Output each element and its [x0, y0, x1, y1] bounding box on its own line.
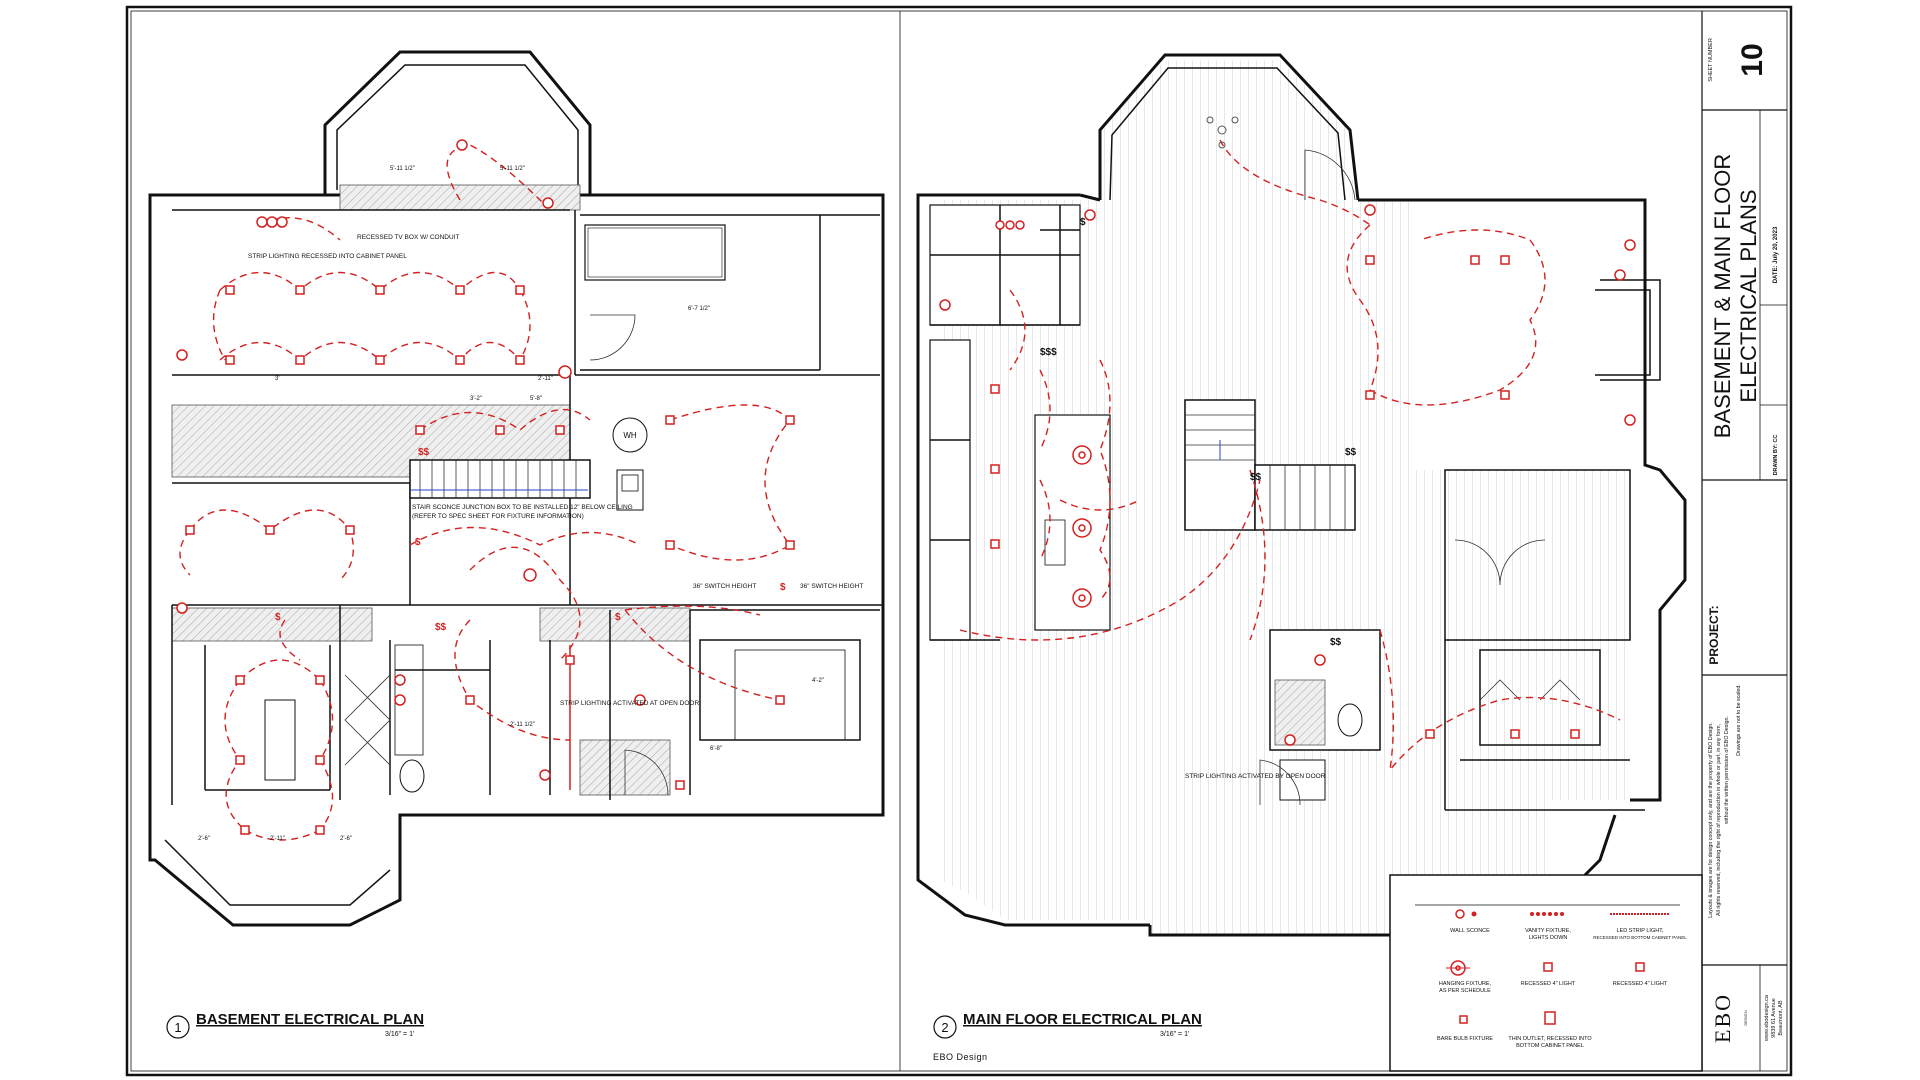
plan-scale: 3/16" = 1': [1160, 1031, 1189, 1038]
strip-cabinet-note: STRIP LIGHTING RECESSED INTO CABINET PAN…: [248, 253, 407, 260]
tv-box-note: RECESSED TV BOX W/ CONDUIT: [357, 234, 459, 241]
switch-height-note-2: 36" SWITCH HEIGHT: [800, 583, 863, 590]
svg-text:$$: $$: [1250, 472, 1262, 483]
plan-number: 1: [174, 1020, 181, 1035]
title-block: SHEET NUMBER 10 BASEMENT & MAIN FLOOR EL…: [1702, 38, 1787, 1071]
legend-label: RECESSED INTO BOTTOM CABINET PANEL: [1593, 935, 1687, 940]
plan-title: BASEMENT ELECTRICAL PLAN: [196, 1011, 424, 1028]
sheet-inner-border: [130, 10, 1788, 1072]
plan-title: MAIN FLOOR ELECTRICAL PLAN: [963, 1011, 1202, 1028]
disclaimer-line: Layouts & images are for design concept …: [1708, 722, 1714, 917]
svg-text:$: $: [1080, 217, 1086, 228]
sheet-title-line2: ELECTRICAL PLANS: [1736, 189, 1761, 402]
address-line: www.ebodesign.ca: [1764, 994, 1770, 1042]
footer-company: EBO Design: [933, 1052, 988, 1062]
legend-label: BOTTOM CABINET PANEL: [1516, 1043, 1584, 1049]
company-logo: EBO: [1710, 993, 1735, 1043]
address-line: 9839 61 Avenue: [1771, 998, 1777, 1038]
dim-label: 2'-11 1/2": [510, 722, 535, 728]
main-floor-plan: $$$ $$ $$ $$ $ STRIP LIGHTING ACTIVATED …: [916, 53, 1687, 1039]
basement-plan: WH $$ $$: [148, 50, 885, 1039]
sheet-number: 10: [1736, 43, 1769, 76]
strip-door-note: STRIP LIGHTING ACTIVATED AT OPEN DOOR: [560, 700, 699, 707]
legend: WALL SCONCE VANITY FIXTURE, LIGHTS DOWN …: [1389, 874, 1703, 1072]
legend-label: VANITY FIXTURE,: [1525, 928, 1571, 934]
dim-label: 2'-6": [340, 836, 352, 842]
disclaimer-line: without the written permission of EBO De…: [1724, 716, 1730, 824]
drawn-by-label: DRAWN BY: CC: [1773, 435, 1779, 476]
legend-label: WALL SCONCE: [1450, 928, 1490, 934]
dim-label: 3': [275, 376, 279, 382]
dim-label: 6'-7 1/2": [688, 306, 710, 312]
plan-number-bubble: [933, 1015, 957, 1039]
dim-label: 5'-11 1/2": [500, 166, 525, 172]
water-heater-label: WH: [623, 431, 637, 440]
stair-sconce-note: STAIR SCONCE JUNCTION BOX TO BE INSTALLE…: [412, 504, 633, 511]
sheet-number-label: SHEET NUMBER: [1708, 38, 1714, 82]
legend-label: THIN OUTLET, RECESSED INTO: [1508, 1036, 1592, 1042]
dim-label: 4'-2": [812, 678, 824, 684]
plan-number: 2: [941, 1020, 948, 1035]
disclaimer-line: All rights reserved, including the right…: [1716, 724, 1722, 916]
svg-text:$$: $$: [435, 622, 447, 633]
sheet-title-line1: BASEMENT & MAIN FLOOR: [1710, 154, 1735, 438]
svg-text:$: $: [780, 582, 786, 593]
svg-text:$: $: [415, 537, 421, 548]
plan-number-bubble: [166, 1015, 190, 1039]
dim-label: 2'-11": [538, 376, 553, 382]
svg-text:$$: $$: [1330, 637, 1342, 648]
strip-door-note: STRIP LIGHTING ACTIVATED BY OPEN DOOR: [1185, 773, 1326, 780]
date-label: DATE: July 20, 2023: [1773, 226, 1779, 283]
svg-text:$$: $$: [1345, 447, 1357, 458]
svg-text:$$: $$: [418, 447, 430, 458]
legend-label: LIGHTS DOWN: [1529, 935, 1568, 941]
address-line: Beaumont, AB: [1778, 1000, 1784, 1035]
project-label: PROJECT:: [1707, 605, 1721, 664]
switch-height-note-1: 36" SWITCH HEIGHT: [693, 583, 756, 590]
dim-label: 6'-8": [710, 746, 722, 752]
legend-label: HANGING FIXTURE,: [1439, 981, 1492, 987]
svg-text:$: $: [275, 612, 281, 623]
company-logo-sub: DESIGN: [1743, 1010, 1748, 1025]
legend-label: BARE BULB FIXTURE: [1437, 1036, 1493, 1042]
legend-label: RECESSED 4" LIGHT: [1613, 981, 1668, 987]
plan-scale: 3/16" = 1': [385, 1031, 414, 1038]
stair-sconce-ref-note: (REFER TO SPEC SHEET FOR FIXTURE INFORMA…: [412, 513, 584, 520]
dim-label: 2'-6": [198, 836, 210, 842]
legend-label: AS PER SCHEDULE: [1439, 988, 1491, 994]
dim-label: 3'-2": [470, 396, 482, 402]
legend-label: RECESSED 4" LIGHT: [1521, 981, 1576, 987]
svg-text:$: $: [615, 612, 621, 623]
sheet-border: [125, 5, 1793, 1077]
dim-label: 2'-11": [270, 836, 285, 842]
svg-text:$$$: $$$: [1040, 347, 1057, 358]
dim-label: 5'-8": [530, 396, 542, 402]
dim-label: 5'-11 1/2": [390, 166, 415, 172]
legend-label: LED STRIP LIGHT,: [1617, 928, 1664, 934]
disclaimer-line: Drawings are not to be scaled.: [1736, 684, 1742, 756]
